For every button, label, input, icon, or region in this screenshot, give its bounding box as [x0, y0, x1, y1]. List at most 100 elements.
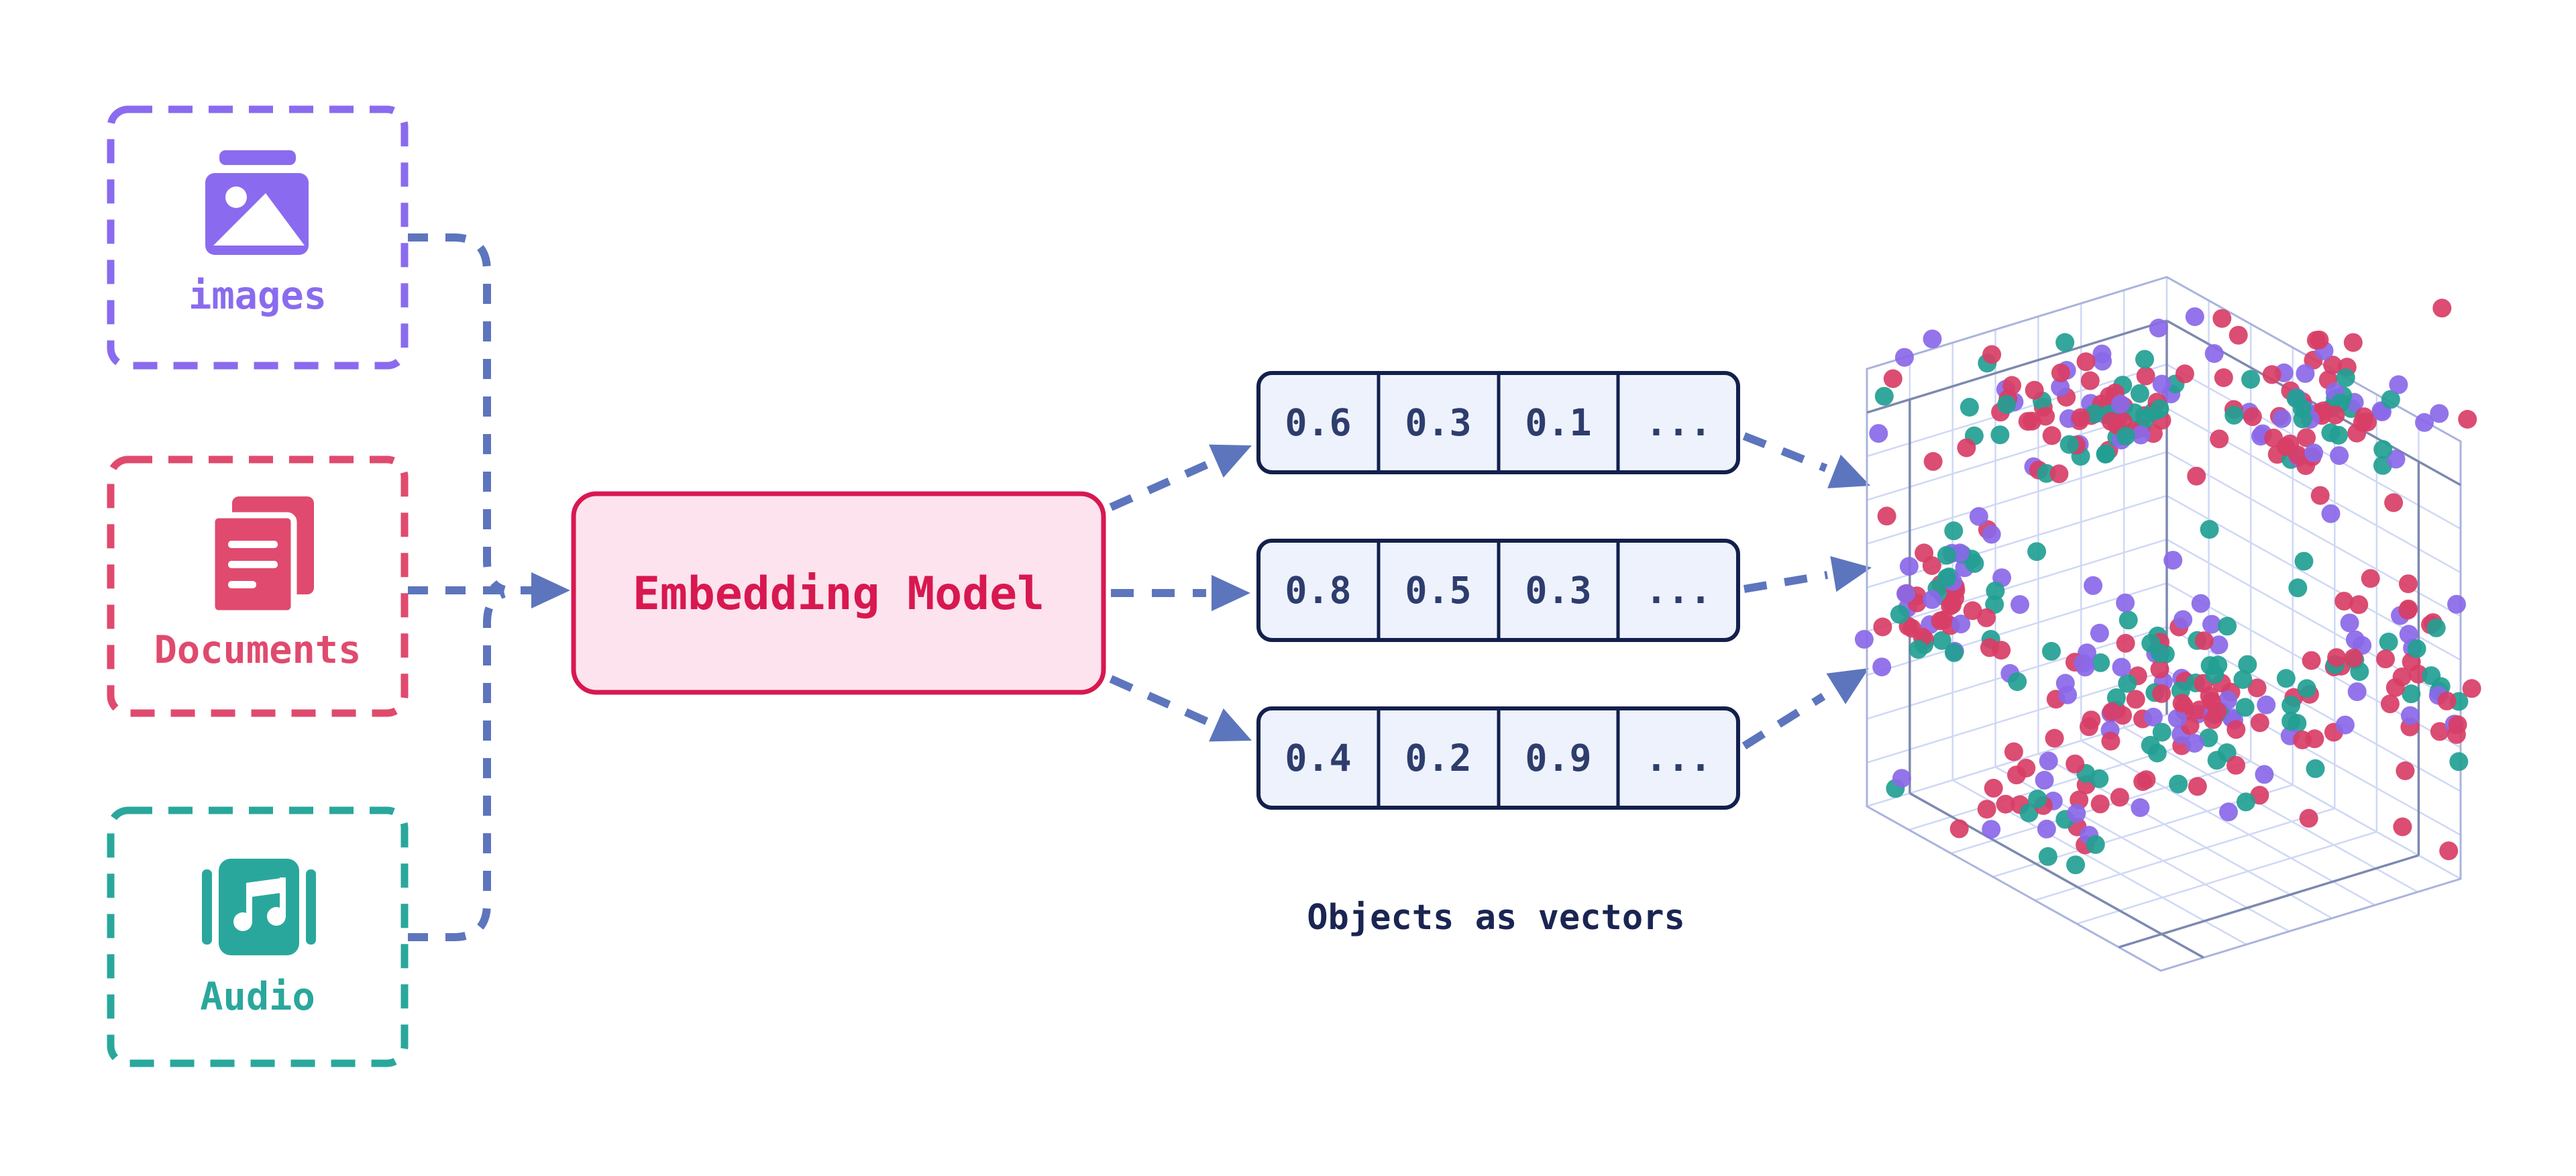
embedding-model-rect: [571, 491, 1106, 695]
scatter-dot: [2112, 657, 2131, 677]
scatter-dot: [2235, 698, 2255, 717]
embedding-model-box: Embedding Model: [571, 491, 1106, 695]
objects-as-vectors-caption: Objects as vectors: [1307, 898, 1685, 938]
documents-label: Documents: [154, 628, 362, 672]
scatter-dot: [2255, 765, 2274, 784]
vector-cell: 0.2: [1405, 737, 1471, 780]
scatter-dot: [2212, 309, 2232, 328]
scatter-dot: [2439, 841, 2459, 861]
scatter-dot: [2302, 651, 2321, 670]
scatter-dot: [2233, 670, 2253, 689]
vector-cell: ...: [1645, 569, 1711, 612]
arrowhead-row-2: [1212, 575, 1250, 611]
scatter-dot: [2250, 713, 2269, 733]
scatter-dot: [2272, 409, 2292, 428]
scatter-dot: [2150, 399, 2169, 419]
scatter-dot: [2136, 366, 2155, 386]
audio-dashed-border: [107, 806, 409, 1067]
scatter-dot: [2447, 725, 2466, 744]
vector-cell: 0.5: [1405, 569, 1471, 612]
scatter-dot: [2349, 595, 2369, 614]
scatter-dot: [1890, 604, 1909, 624]
scatter-dot: [2059, 435, 2079, 454]
scatter-dot: [2147, 743, 2167, 763]
scatter-dot: [2185, 734, 2204, 753]
scatter-dot: [2027, 542, 2047, 562]
scatter-dot: [2149, 319, 2168, 337]
scatter-dot: [2017, 759, 2036, 778]
scatter-dot: [2226, 755, 2245, 775]
scatter-dot: [2247, 678, 2267, 698]
scatter-dot: [2336, 368, 2355, 387]
scatter-dot: [1932, 631, 1951, 650]
scatter-dot: [2200, 520, 2219, 539]
scatter-dot: [2379, 633, 2398, 651]
scatter-dot: [2299, 808, 2318, 828]
scatter-dot: [1980, 638, 1999, 657]
scatter-dot: [2039, 751, 2058, 771]
scatter-dot: [2241, 370, 2260, 389]
images-label: images: [189, 274, 327, 318]
images-connector-line: [408, 233, 506, 594]
vector-to-space-arrows: [1741, 432, 1872, 750]
scatter-dot: [2347, 423, 2367, 443]
vector-cell: 0.1: [1525, 401, 1591, 444]
arrow-line-to-row-3: [1109, 675, 1213, 727]
scatter-dot: [2131, 798, 2150, 817]
scatter-dot: [1960, 398, 1979, 417]
scatter-dot: [2045, 729, 2064, 748]
source-box-audio: Audio: [107, 806, 409, 1067]
arrowhead-row-1: [1209, 444, 1252, 478]
scatter-dot: [2432, 299, 2452, 318]
scatter-dot: [1902, 619, 1921, 638]
scatter-dot: [1944, 521, 1964, 541]
scatter-dot: [2143, 708, 2163, 727]
scatter-dot: [2090, 623, 2109, 643]
scatter-dot: [2067, 804, 2086, 823]
scatter-dot: [2110, 394, 2130, 414]
scatter-dot: [2208, 655, 2228, 675]
scatter-dot: [2392, 667, 2412, 686]
scatter-dot: [2131, 425, 2151, 445]
scatter-dot: [2133, 772, 2153, 792]
scatter-dot: [2344, 648, 2363, 667]
model-to-vector-arrows: [1109, 444, 1252, 742]
scatter-dot: [1892, 769, 1911, 788]
arrow-line-row3-to-space: [1741, 692, 1826, 750]
scatter-dot: [2447, 594, 2466, 614]
vector-row-3: 0.4 0.2 0.9 ...: [1256, 706, 1740, 810]
scatter-dot: [2282, 696, 2301, 715]
scatter-dot: [1915, 543, 1934, 563]
source-box-images: images: [107, 105, 409, 370]
vector-cell: 0.6: [1285, 401, 1351, 444]
vector-cell: 0.8: [1285, 569, 1351, 612]
scatter-dot: [1984, 778, 2003, 798]
scatter-dot: [2169, 774, 2188, 794]
scatter-dot: [1923, 590, 1942, 609]
scatter-dot: [2426, 618, 2446, 637]
scatter-dot: [2296, 364, 2315, 383]
source-connectors: [408, 233, 570, 941]
scatter-dot: [2152, 684, 2171, 703]
scatter-dot: [2335, 715, 2355, 735]
scatter-dot: [2163, 551, 2183, 570]
scatter-dot: [2042, 641, 2061, 661]
scatter-dot: [2238, 655, 2257, 674]
image-icon: [205, 150, 309, 255]
scatter-dot: [1923, 329, 1942, 349]
scatter-dot: [2199, 728, 2218, 747]
scatter-dot: [2384, 493, 2404, 513]
documents-icon: [209, 496, 314, 617]
scatter-dot: [2093, 352, 2112, 371]
vector-cell: ...: [1645, 737, 1711, 780]
scatter-dot: [1894, 348, 1914, 367]
documents-dashed-border: [107, 456, 409, 717]
scatter-dot: [1896, 584, 1915, 603]
scatter-dot: [1949, 819, 1969, 839]
scatter-dot: [2393, 817, 2412, 837]
scatter-dot: [2065, 754, 2085, 773]
scatter-dot: [2347, 682, 2367, 702]
scatter-dot: [2102, 702, 2121, 721]
scatter-dot: [2096, 444, 2115, 464]
